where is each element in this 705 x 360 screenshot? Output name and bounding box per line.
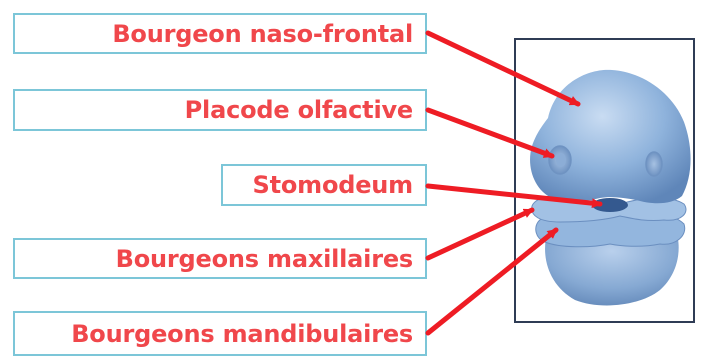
naso-frontal-prominence <box>530 69 691 204</box>
label-text: Bourgeons mandibulaires <box>71 319 413 348</box>
olfactory-placode-left-inner <box>556 153 566 167</box>
lower-body <box>545 228 679 306</box>
label-bourgeon-naso-frontal: Bourgeon naso-frontal <box>13 13 427 54</box>
embryo-illustration <box>530 69 691 306</box>
label-bourgeons-mandibulaires: Bourgeons mandibulaires <box>13 311 427 356</box>
arrow-placode <box>425 107 555 159</box>
label-stomodeum: Stomodeum <box>221 164 427 206</box>
label-text: Stomodeum <box>252 171 414 199</box>
arrow-maxillaires <box>425 207 535 261</box>
arrow-mandibulaires <box>425 227 559 336</box>
arrow-stomodeum <box>425 183 603 209</box>
label-bourgeons-maxillaires: Bourgeons maxillaires <box>13 238 427 279</box>
olfactory-placode-right <box>645 151 663 177</box>
label-placode-olfactive: Placode olfactive <box>13 89 427 131</box>
label-text: Bourgeons maxillaires <box>115 244 414 273</box>
label-text: Placode olfactive <box>184 96 414 124</box>
label-text: Bourgeon naso-frontal <box>112 19 413 48</box>
arrow-naso-frontal <box>425 30 581 107</box>
